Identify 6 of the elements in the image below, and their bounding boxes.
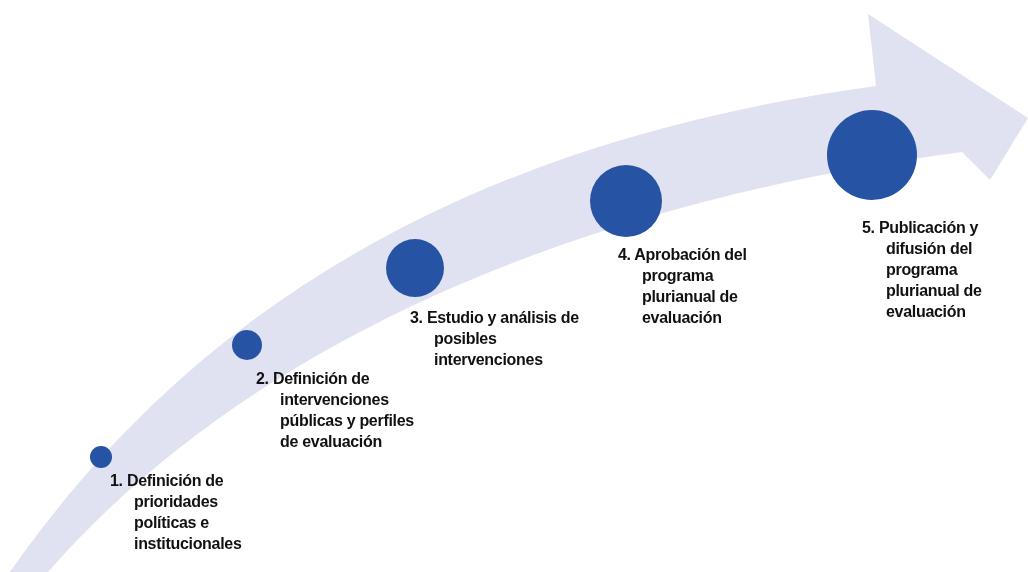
step-label: 2. Definición de intervenciones públicas y perfiles de evaluación (256, 369, 415, 452)
step-label: 4. Aprobación del programa plurianual de evaluación (618, 245, 748, 328)
step-circle (90, 446, 112, 468)
step-label: 3. Estudio y análisis de posibles intervenciones (410, 308, 580, 370)
step-label: 5. Publicación y difusión del programa plurianual de evaluación (862, 218, 983, 322)
step-label: 1. Definición de prioridades políticas e institucionales (110, 471, 243, 554)
